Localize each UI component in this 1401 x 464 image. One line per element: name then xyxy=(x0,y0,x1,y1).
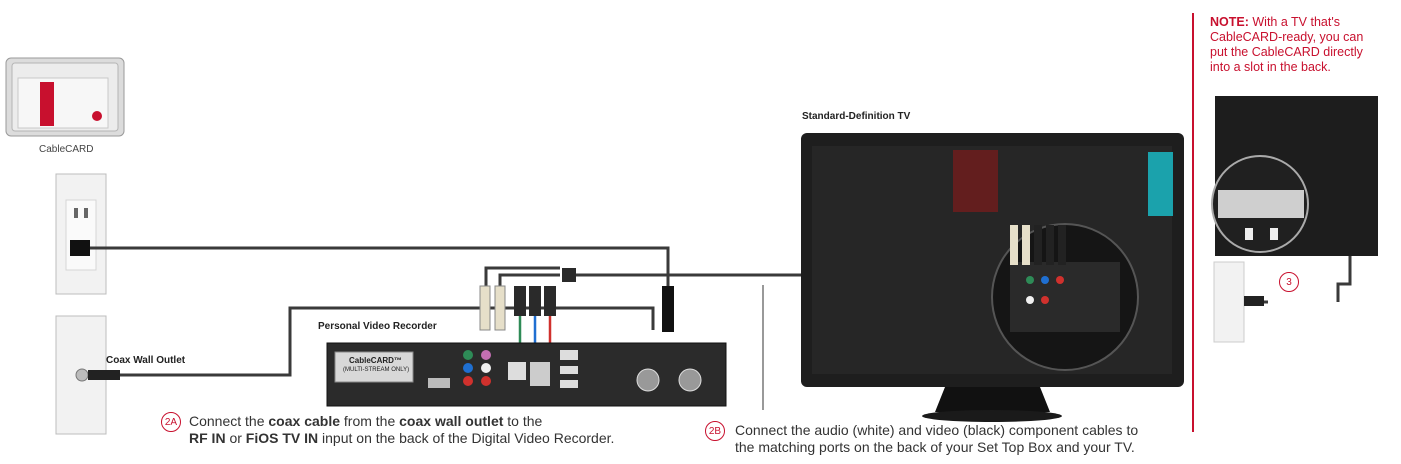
sd-tv-image xyxy=(801,133,1184,422)
coax-outlet-image xyxy=(55,315,120,435)
coax-outlet-label: Coax Wall Outlet xyxy=(106,355,186,366)
cablecard-ready-tv-image xyxy=(1192,13,1378,432)
step-3-badge: 3 xyxy=(1279,272,1299,292)
step-2a-bold-coax-cable: coax cable xyxy=(268,413,340,429)
pvr-cablecard-brand-sub: (MULTI-STREAM ONLY) xyxy=(343,367,410,373)
step-2a-bold-fios-tv-in: FiOS TV IN xyxy=(245,430,319,446)
note-line-4: into a slot in the back. xyxy=(1210,60,1331,74)
step-2b-text: Connect the audio (white) and video (bla… xyxy=(735,422,1195,456)
cablecard-note: NOTE: With a TV that's CableCARD-ready, … xyxy=(1210,15,1390,75)
note-line-2: CableCARD-ready, you can xyxy=(1210,30,1364,44)
sd-tv-label: Standard-Definition TV xyxy=(802,111,911,122)
pvr-label: Personal Video Recorder xyxy=(318,321,437,332)
note-prefix: NOTE: xyxy=(1210,15,1249,29)
step-2a-bold-rf-in: RF IN xyxy=(189,430,226,446)
note-line-3: put the CableCARD directly xyxy=(1210,45,1363,59)
note-line-1: With a TV that's xyxy=(1248,15,1340,29)
pvr-cablecard-brand: CableCARD™ xyxy=(349,356,402,365)
pvr-device xyxy=(326,342,727,407)
step-2a-bold-wall-outlet: coax wall outlet xyxy=(399,413,504,429)
step-2b-line-2: the matching ports on the back of your S… xyxy=(735,439,1135,455)
step-2b-line-1: Connect the audio (white) and video (bla… xyxy=(735,422,1139,438)
step-2a-badge: 2A xyxy=(161,412,181,432)
step-2a-text-1: Connect the xyxy=(189,413,269,429)
step-2b-badge: 2B xyxy=(705,421,725,441)
step-2a-text-2: from the xyxy=(340,413,400,429)
cablecard-label: CableCARD xyxy=(39,144,94,155)
step-2a-text-4: or xyxy=(225,430,246,446)
cablecard-image xyxy=(5,57,125,137)
step-2a-text: Connect the coax cable from the coax wal… xyxy=(189,413,659,447)
step-2a-text-3: to the xyxy=(503,413,543,429)
step-2a-text-5: input on the back of the Digital Video R… xyxy=(318,430,615,446)
power-outlet-image xyxy=(55,173,107,295)
